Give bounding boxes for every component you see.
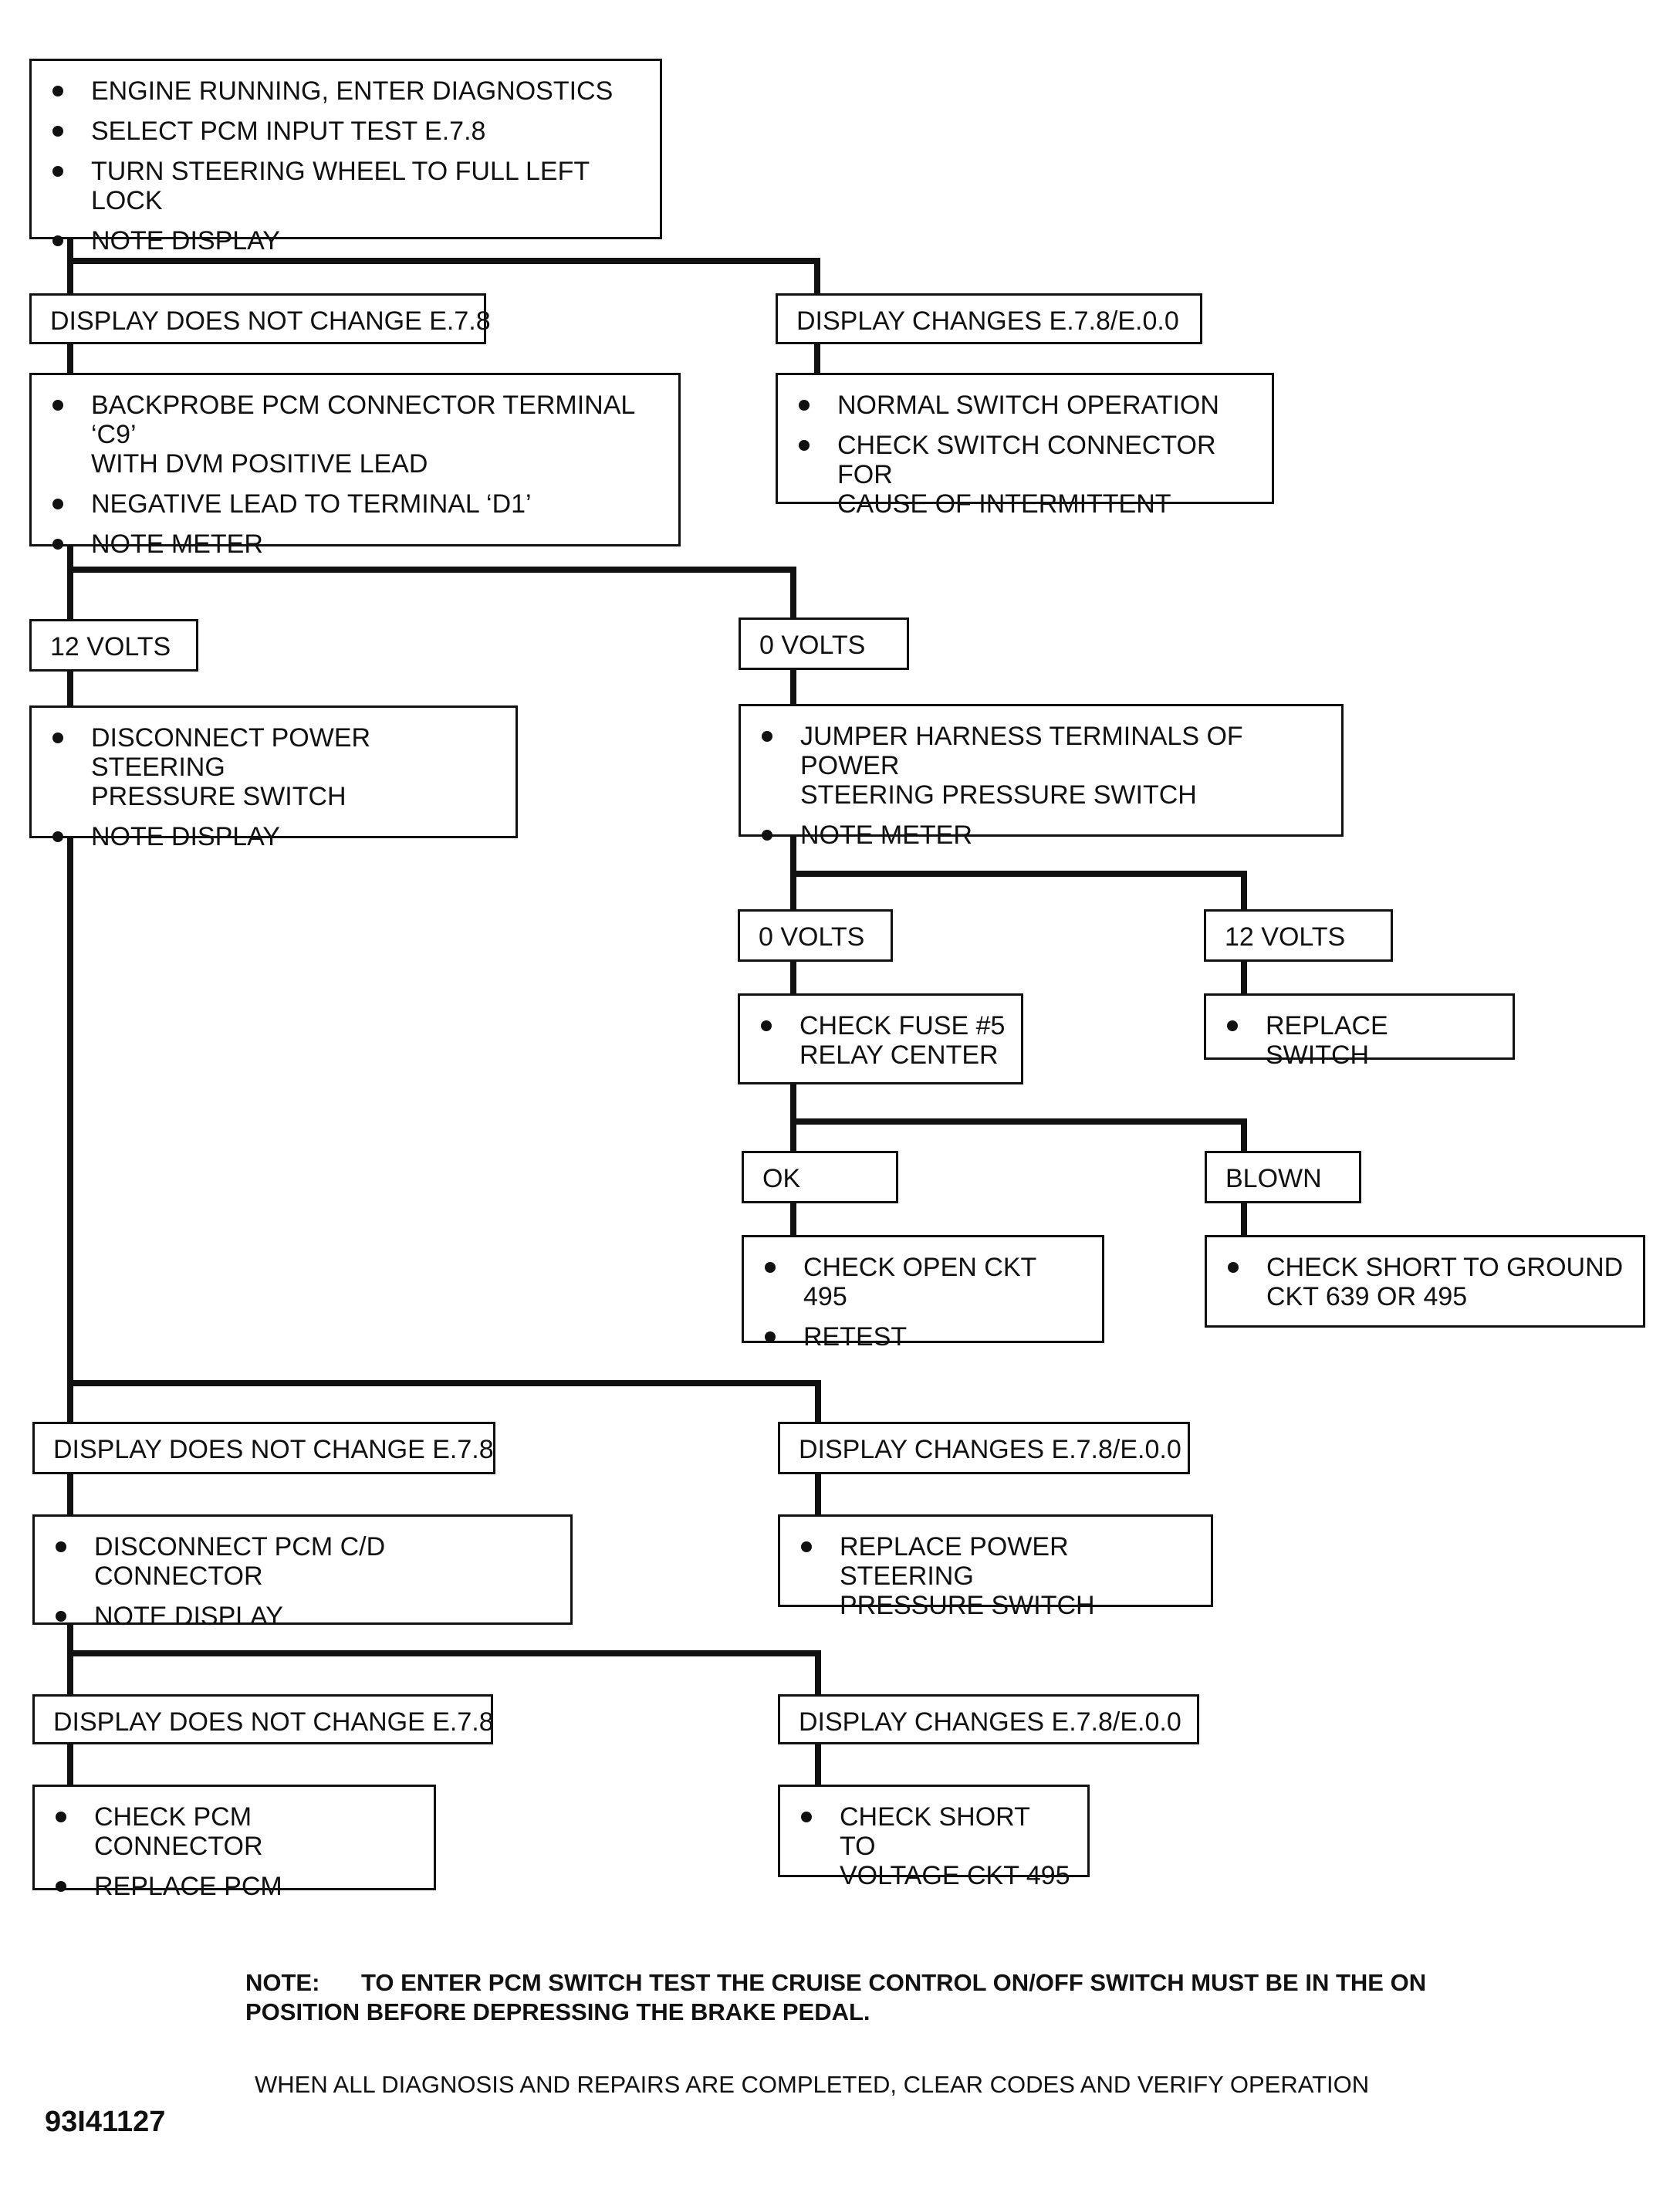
step-bullet: REPLACE PCM (52, 1872, 418, 1901)
connector (67, 1380, 821, 1386)
connector (815, 1743, 821, 1786)
step-bullet: CHECK OPEN CKT 495 (761, 1253, 1087, 1311)
step-line: DISCONNECT POWER STEERING (91, 723, 371, 782)
step-line: REPLACE POWER STEERING (840, 1532, 1069, 1591)
connector (814, 258, 820, 293)
step-line: CKT 639 OR 495 (1266, 1282, 1468, 1311)
step-bullet: CHECK SHORT TO GROUND CKT 639 OR 495 (1224, 1253, 1628, 1311)
step-line: CAUSE OF INTERMITTENT (837, 489, 1171, 519)
step-line: PRESSURE SWITCH (840, 1591, 1095, 1620)
connector (814, 343, 820, 374)
connector (67, 1743, 73, 1786)
step-bullet: NEGATIVE LEAD TO TERMINAL ‘D1’ (49, 489, 663, 519)
branch6-left-label: DISPLAY DOES NOT CHANGE E.7.8 (32, 1694, 494, 1744)
step-line: VOLTAGE CKT 495 (840, 1861, 1070, 1890)
branch1-right-label: DISPLAY CHANGES E.7.8/E.0.0 (776, 293, 1202, 344)
connector (67, 1650, 821, 1656)
connector (790, 871, 1247, 877)
step-line: RELAY CENTER (799, 1040, 999, 1070)
branch4-right-label: BLOWN (1205, 1151, 1361, 1203)
step-bullet: TURN STEERING WHEEL TO FULL LEFT LOCK (49, 157, 644, 215)
step-bullet: CHECK SHORT TO VOLTAGE CKT 495 (797, 1802, 1072, 1890)
step-line: JUMPER HARNESS TERMINALS OF POWER (800, 722, 1243, 780)
start-step-box: ENGINE RUNNING, ENTER DIAGNOSTICS SELECT… (29, 59, 662, 255)
note-text: TO ENTER PCM SWITCH TEST THE CRUISE CONT… (245, 1969, 1427, 2025)
figure-code: 93I41127 (45, 2106, 166, 2138)
branch3-left-action: CHECK FUSE #5 RELAY CENTER (738, 993, 1023, 1084)
connector (67, 258, 820, 264)
note-tag: NOTE: (245, 1969, 320, 1996)
branch3-right-label: 12 VOLTS (1204, 909, 1393, 962)
step-bullet: NOTE METER (49, 530, 663, 559)
step-line: CHECK FUSE #5 (799, 1011, 1006, 1040)
step-bullet: ENGINE RUNNING, ENTER DIAGNOSTICS (49, 76, 644, 106)
branch5-left-label: DISPLAY DOES NOT CHANGE E.7.8 (32, 1422, 495, 1474)
step-line: CHECK SWITCH CONNECTOR FOR (837, 431, 1216, 489)
step-bullet: NORMAL SWITCH OPERATION (795, 391, 1256, 420)
step-bullet: NOTE METER (758, 820, 1326, 850)
connector (1241, 1118, 1247, 1152)
step-bullet: NOTE DISPLAY (49, 822, 500, 851)
connector (790, 668, 796, 705)
branch1-left-action: BACKPROBE PCM CONNECTOR TERMINAL ‘C9’ WI… (29, 373, 681, 559)
step-line: STEERING PRESSURE SWITCH (800, 780, 1197, 810)
connector (790, 1083, 796, 1152)
connector (815, 1473, 821, 1516)
step-bullet: NOTE DISPLAY (52, 1602, 555, 1631)
step-bullet: CHECK PCM CONNECTOR (52, 1802, 418, 1861)
step-bullet: CHECK SWITCH CONNECTOR FOR CAUSE OF INTE… (795, 431, 1256, 519)
branch4-right-action: CHECK SHORT TO GROUND CKT 639 OR 495 (1205, 1235, 1645, 1328)
step-line: WITH DVM POSITIVE LEAD (91, 449, 428, 479)
connector (1241, 871, 1247, 911)
branch3-left-label: 0 VOLTS (738, 909, 893, 962)
connector (1241, 960, 1247, 995)
connector (67, 670, 73, 707)
step-bullet: DISCONNECT POWER STEERING PRESSURE SWITC… (49, 723, 500, 811)
connector (67, 837, 73, 1423)
branch2-right-label: 0 VOLTS (739, 617, 909, 670)
branch5-right-action: REPLACE POWER STEERING PRESSURE SWITCH (778, 1514, 1213, 1620)
step-line: BACKPROBE PCM CONNECTOR TERMINAL ‘C9’ (91, 391, 635, 449)
branch6-left-action: CHECK PCM CONNECTOR REPLACE PCM (32, 1785, 436, 1901)
branch4-left-label: OK (742, 1151, 898, 1203)
branch5-right-label: DISPLAY CHANGES E.7.8/E.0.0 (778, 1422, 1190, 1474)
step-line: CHECK SHORT TO (840, 1802, 1030, 1861)
connector (67, 544, 73, 621)
connector (790, 567, 796, 619)
branch2-left-action: DISCONNECT POWER STEERING PRESSURE SWITC… (29, 705, 518, 851)
branch6-right-label: DISPLAY CHANGES E.7.8/E.0.0 (778, 1694, 1199, 1744)
branch6-right-action: CHECK SHORT TO VOLTAGE CKT 495 (778, 1785, 1090, 1890)
step-bullet: DISCONNECT PCM C/D CONNECTOR (52, 1532, 555, 1591)
connector (790, 1202, 796, 1237)
connector (67, 1473, 73, 1516)
connector (815, 1380, 821, 1423)
final-instruction: WHEN ALL DIAGNOSIS AND REPAIRS ARE COMPL… (255, 2071, 1370, 2098)
connector (67, 239, 73, 293)
step-bullet: REPLACE POWER STEERING PRESSURE SWITCH (797, 1532, 1195, 1620)
branch2-right-action: JUMPER HARNESS TERMINALS OF POWER STEERI… (739, 704, 1344, 850)
branch1-left-label: DISPLAY DOES NOT CHANGE E.7.8 (29, 293, 491, 344)
branch5-left-action: DISCONNECT PCM C/D CONNECTOR NOTE DISPLA… (32, 1514, 573, 1631)
branch4-left-action: CHECK OPEN CKT 495 RETEST (742, 1235, 1104, 1352)
connector (67, 1623, 73, 1696)
step-bullet: CHECK FUSE #5 RELAY CENTER (757, 1011, 1006, 1070)
pcm-switch-note: NOTE:TO ENTER PCM SWITCH TEST THE CRUISE… (245, 1968, 1496, 2027)
branch1-right-action: NORMAL SWITCH OPERATION CHECK SWITCH CON… (776, 373, 1274, 519)
step-line: CHECK SHORT TO GROUND (1266, 1253, 1624, 1282)
branch2-left-label: 12 VOLTS (29, 619, 198, 672)
step-bullet: NOTE DISPLAY (49, 226, 644, 255)
connector (67, 343, 73, 374)
connector (1241, 1202, 1247, 1237)
connector (790, 960, 796, 995)
step-bullet: RETEST (761, 1322, 1087, 1352)
step-bullet: REPLACE SWITCH (1223, 1011, 1497, 1070)
step-bullet: SELECT PCM INPUT TEST E.7.8 (49, 117, 644, 146)
branch3-right-action: REPLACE SWITCH (1204, 993, 1515, 1070)
step-bullet: JUMPER HARNESS TERMINALS OF POWER STEERI… (758, 722, 1326, 810)
connector (67, 567, 796, 573)
connector (790, 1118, 1247, 1125)
step-bullet: BACKPROBE PCM CONNECTOR TERMINAL ‘C9’ WI… (49, 391, 663, 479)
connector (815, 1650, 821, 1696)
step-line: PRESSURE SWITCH (91, 782, 346, 811)
